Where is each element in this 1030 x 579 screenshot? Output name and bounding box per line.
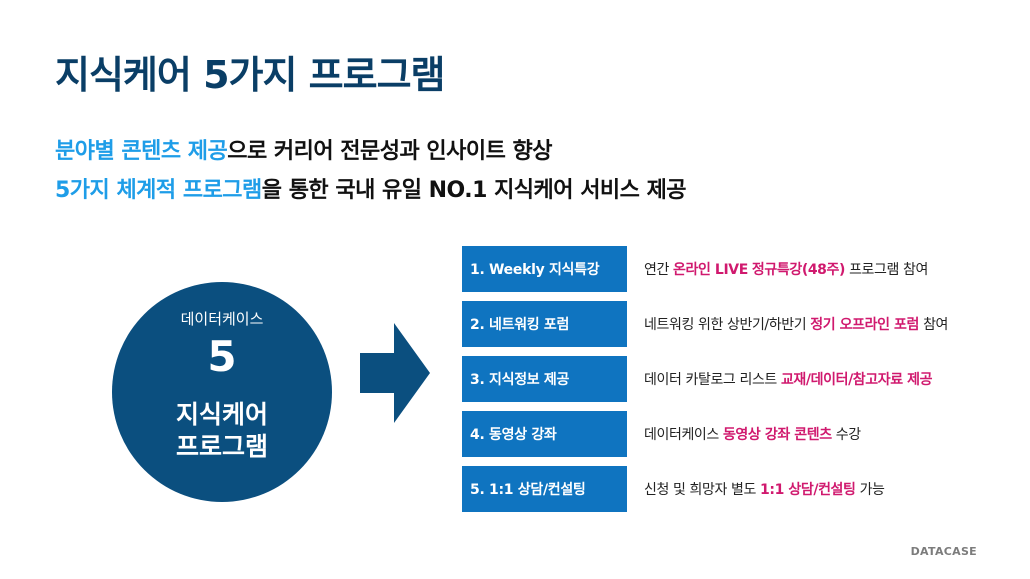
program-description-1: 연간 온라인 LIVE 정규특강(48주) 프로그램 참여 bbox=[644, 246, 928, 292]
subtitle-line-2: 5가지 체계적 프로그램을 통한 국내 유일 NO.1 지식케어 서비스 제공 bbox=[55, 172, 687, 204]
program-box-2: 2. 네트워킹 포럼 bbox=[462, 301, 627, 347]
program-description-2: 네트워킹 위한 상반기/하반기 정기 오프라인 포럼 참여 bbox=[644, 301, 948, 347]
page-title: 지식케어 5가지 프로그램 bbox=[55, 53, 446, 97]
circle-brand: 데이터케이스 bbox=[180, 310, 264, 328]
program-description-text: 데이터케이스 bbox=[644, 427, 723, 443]
program-summary-circle: 데이터케이스 5 지식케어 프로그램 bbox=[112, 282, 332, 502]
circle-number: 5 bbox=[207, 332, 237, 381]
subtitle-line-1-text: 으로 커리어 전문성과 인사이트 향상 bbox=[227, 139, 552, 164]
program-description-text: 연간 bbox=[644, 262, 674, 278]
program-description-highlight: 정규특강(48주) bbox=[751, 262, 846, 278]
right-arrow-icon bbox=[360, 323, 430, 423]
footer-brand: DATACASE bbox=[910, 545, 977, 558]
circle-line-2: 프로그램 bbox=[175, 432, 268, 461]
program-description-3: 데이터 카탈로그 리스트 교재/데이터/참고자료 제공 bbox=[644, 356, 933, 402]
program-box-1: 1. Weekly 지식특강 bbox=[462, 246, 627, 292]
circle-line-1: 지식케어 bbox=[175, 400, 268, 429]
subtitle-line-2-text: 을 통한 국내 유일 NO.1 지식케어 서비스 제공 bbox=[261, 178, 687, 203]
program-description-4: 데이터케이스 동영상 강좌 콘텐츠 수강 bbox=[644, 411, 861, 457]
program-description-text: 신청 및 희망자 별도 bbox=[644, 482, 761, 498]
program-description-text: 참여 bbox=[919, 317, 949, 333]
program-description-highlight: 1:1 상담/컨설팅 bbox=[760, 482, 856, 498]
program-description-text: 수강 bbox=[831, 427, 861, 443]
program-box-4: 4. 동영상 강좌 bbox=[462, 411, 627, 457]
program-description-text: 네트워킹 위한 상반기/하반기 bbox=[644, 317, 811, 333]
program-description-5: 신청 및 희망자 별도 1:1 상담/컨설팅 가능 bbox=[644, 466, 885, 512]
program-box-5: 5. 1:1 상담/컨설팅 bbox=[462, 466, 627, 512]
program-description-highlight: 온라인 LIVE bbox=[673, 262, 748, 278]
program-description-highlight: 정기 오프라인 포럼 bbox=[810, 317, 920, 333]
program-box-3: 3. 지식정보 제공 bbox=[462, 356, 627, 402]
subtitle-line-1-highlight: 분야별 콘텐츠 제공 bbox=[55, 139, 228, 164]
program-description-highlight: 교재/데이터/참고자료 제공 bbox=[780, 372, 933, 388]
subtitle-line-1: 분야별 콘텐츠 제공으로 커리어 전문성과 인사이트 향상 bbox=[55, 133, 552, 165]
program-description-text: 프로그램 참여 bbox=[845, 262, 928, 278]
program-description-text: 가능 bbox=[855, 482, 885, 498]
program-description-highlight: 동영상 강좌 콘텐츠 bbox=[722, 427, 832, 443]
subtitle-line-2-highlight: 5가지 체계적 프로그램 bbox=[55, 178, 262, 203]
program-description-text: 데이터 카탈로그 리스트 bbox=[644, 372, 781, 388]
